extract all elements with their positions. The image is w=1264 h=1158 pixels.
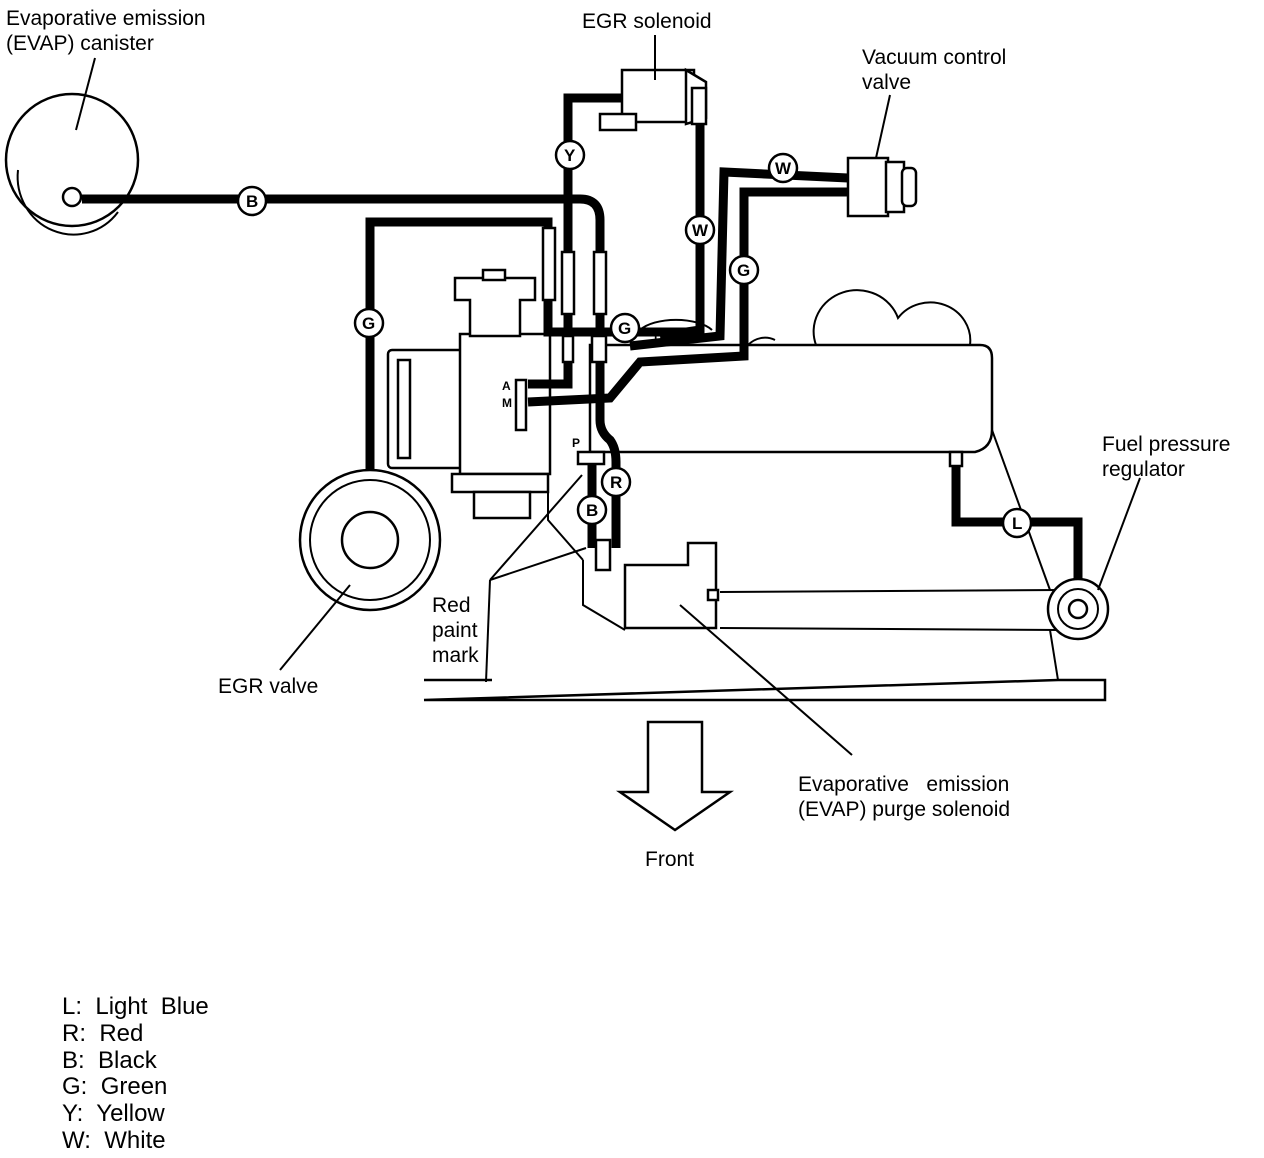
label-evap-canister-2: (EVAP) canister [6, 32, 154, 55]
svg-text:G: G [737, 261, 750, 280]
vacuum-control-valve [846, 156, 918, 218]
color-legend: L: Light Blue R: Red B: Black G: Green Y… [62, 993, 209, 1155]
svg-text:Y: Y [564, 146, 576, 165]
label-fuel-pressure-regulator-2: regulator [1102, 458, 1185, 481]
svg-text:G: G [618, 319, 631, 338]
hose-tag-vacuum-valve-lower: G [728, 254, 760, 286]
label-red-paint-mark-3: mark [432, 644, 479, 667]
label-front: Front [645, 848, 694, 871]
leader-lines [75, 35, 1141, 756]
label-evap-purge-solenoid-2: (EVAP) purge solenoid [798, 798, 1010, 821]
hose-purge-right [595, 340, 621, 548]
hose-tags: B G Y W W G G B R L P L [236, 139, 1033, 539]
egr-valve [298, 468, 442, 612]
throttle-body: A M [386, 268, 552, 520]
svg-text:W: W [775, 159, 792, 178]
egr-solenoid [598, 67, 708, 132]
label-fuel-pressure-regulator-1: Fuel pressure [1102, 433, 1230, 456]
label-egr-valve: EGR valve [218, 675, 318, 698]
label-evap-purge-solenoid-1: Evaporative emission [798, 773, 1009, 796]
legend-row-l: L: Light Blue [62, 993, 209, 1020]
hose-tag-solenoid-left: Y [554, 139, 586, 171]
legend-row-b: B: Black [62, 1046, 157, 1074]
hose-tag-vacuum-valve: W [767, 152, 799, 184]
label-evap-canister-1: Evaporative emission [6, 7, 206, 30]
svg-text:L: L [1012, 514, 1022, 533]
hose-canister [82, 194, 605, 330]
svg-text:B: B [586, 501, 598, 520]
hose-tag-purge-left: B [576, 494, 608, 526]
hose-tag-throttle-top: G [609, 312, 641, 344]
label-egr-solenoid: EGR solenoid [582, 10, 712, 33]
legend-row-g: G: Green [62, 1073, 168, 1101]
port-label-m: M [502, 396, 512, 410]
svg-text:G: G [362, 314, 375, 333]
hose-fittings [541, 86, 964, 468]
label-red-paint-mark-2: paint [432, 619, 478, 642]
svg-text:R: R [610, 473, 622, 492]
hose-tag-solenoid-right: W [684, 214, 716, 246]
hose-tag-regulator: L [1001, 507, 1033, 539]
intake-manifold [423, 289, 1107, 702]
port-label-a: A [502, 379, 511, 393]
evap-purge-solenoid [594, 538, 720, 630]
legend-row-y: Y: Yellow [62, 1100, 165, 1128]
labels: Evaporative emission (EVAP) canister EGR… [6, 7, 1230, 871]
evap-canister [4, 92, 140, 236]
hose-tag-egr-valve: G [353, 307, 385, 339]
hose-tag-purge-right: R [600, 466, 632, 498]
hose-throttle-top [543, 300, 690, 337]
label-vacuum-control-valve-1: Vacuum control [862, 46, 1006, 69]
legend-row-w: W: White [62, 1126, 166, 1154]
front-arrow [615, 720, 735, 832]
port-label-l: L [654, 330, 661, 344]
legend-row-r: R: Red [62, 1019, 144, 1047]
hose-tag-canister: B [236, 185, 268, 217]
svg-text:B: B [246, 192, 258, 211]
label-vacuum-control-valve-2: valve [862, 71, 911, 94]
label-red-paint-mark-1: Red [432, 594, 471, 617]
svg-text:W: W [692, 221, 709, 240]
port-label-p: P [572, 436, 580, 450]
